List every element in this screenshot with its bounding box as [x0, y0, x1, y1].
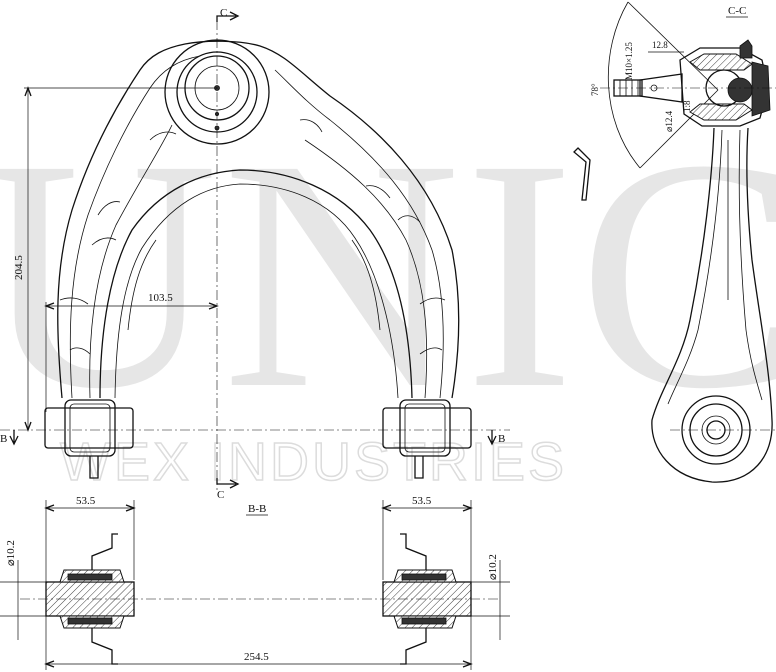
dim-taper-dia: ⌀12.4: [664, 110, 674, 132]
dim-ball-offset: 103.5: [44, 292, 219, 412]
section-bb-view: B-B 53.5: [0, 495, 510, 670]
watermark-company: WEX INDUSTRIES: [60, 432, 567, 492]
dim-stud-length: 12.8: [652, 40, 668, 50]
arm-front-view: [57, 40, 460, 399]
dim-thread: M10×1.25: [624, 42, 634, 80]
section-b-marker: B B: [0, 430, 505, 446]
section-c-top-label: C: [220, 7, 227, 19]
dim-taper-angle: 78°: [590, 83, 600, 96]
dim-bush-left-width: 53.5: [76, 495, 96, 507]
dim-overall-length: 254.5: [244, 651, 269, 663]
dim-bush-dia-left: ⌀10.2: [5, 540, 17, 566]
section-bb-title: B-B: [248, 503, 266, 515]
section-cc-title: C-C: [728, 5, 746, 17]
dim-ball-offset-label: 103.5: [148, 292, 173, 304]
section-b-left-label: B: [0, 433, 7, 445]
dim-ratio: 1:8: [682, 100, 692, 112]
right-bushing-eye: [382, 399, 472, 479]
section-b-right-label: B: [498, 433, 505, 445]
dim-height: 204.5: [13, 86, 217, 432]
section-cc-view: C-C 12.8 M10×1.25 78° ⌀12.4 1:8: [573, 1, 776, 483]
section-c-marker: C C: [216, 7, 240, 501]
dim-bush-dia-right: ⌀10.2: [487, 554, 499, 580]
section-c-bottom-label: C: [217, 489, 224, 501]
right-bushing-section: [382, 533, 472, 665]
dim-height-label: 204.5: [13, 255, 25, 280]
watermark-brand: UNIC: [0, 92, 776, 457]
left-bushing-eye: [44, 399, 134, 479]
dim-bush-right-width: 53.5: [412, 495, 432, 507]
